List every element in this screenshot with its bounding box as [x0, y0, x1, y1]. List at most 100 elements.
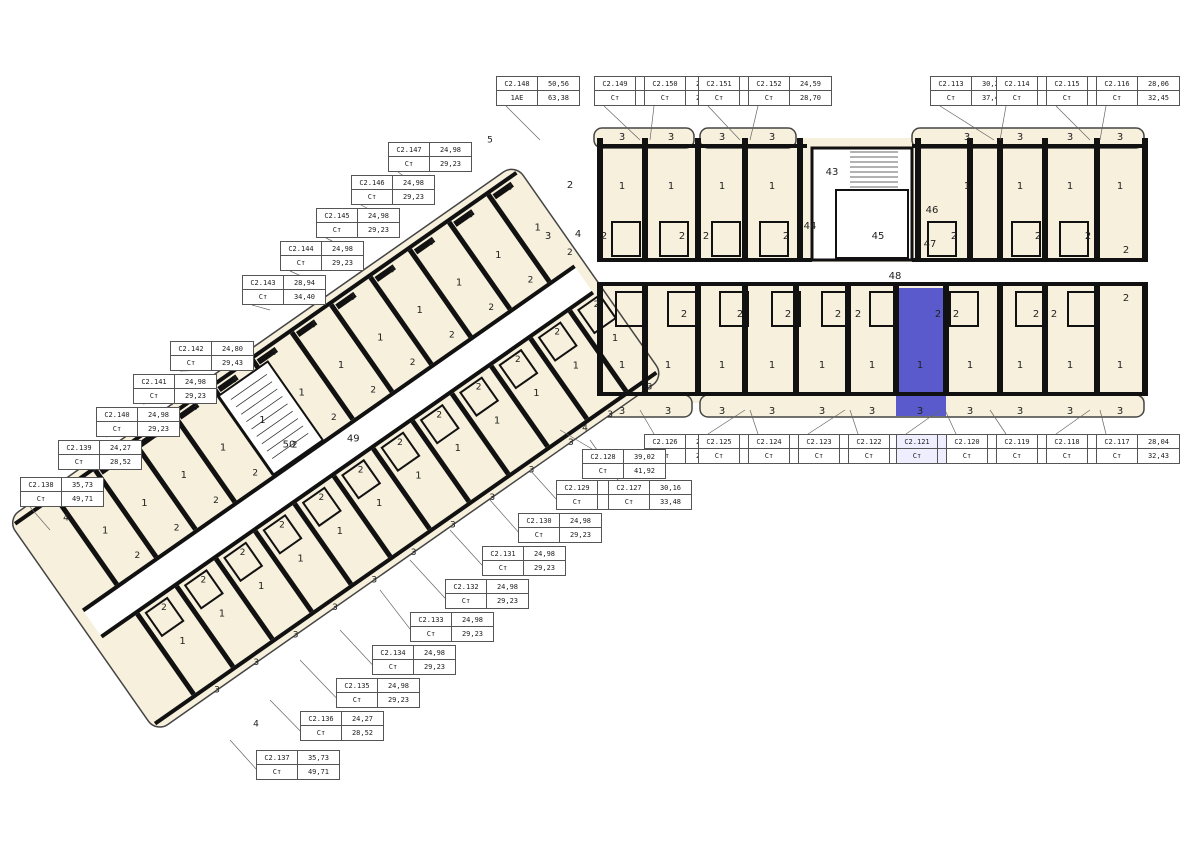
diag-bathroom — [341, 458, 382, 500]
apartment-id: C2.114 — [996, 76, 1038, 91]
diag-partition-n — [407, 248, 473, 339]
apartment-type: Ст — [372, 659, 414, 675]
diag-partition-n — [486, 193, 552, 284]
room-living: 1 — [967, 360, 973, 371]
wall-bottom-4 — [793, 282, 799, 396]
apartment-total: 28,70 — [789, 90, 832, 106]
apartment-total: 29,23 — [451, 626, 494, 642]
room-living: 1 — [665, 360, 671, 371]
diag-partition-s — [449, 392, 511, 476]
room-balcony: 3 — [411, 548, 417, 558]
wall-corr-n1 — [597, 258, 812, 262]
apartment-total: 29,23 — [137, 421, 180, 437]
room-living: 1 — [1117, 360, 1123, 371]
leader-line — [749, 409, 759, 435]
apartment-type: Ст — [518, 527, 560, 543]
room-balcony: 3 — [389, 265, 395, 275]
room-terrace: 5 — [487, 136, 493, 146]
room-living: 1 — [917, 360, 923, 371]
apartment-id: C2.137 — [256, 750, 298, 765]
room-balcony: 3 — [507, 183, 513, 193]
apartment-total: 29,23 — [429, 156, 472, 172]
room-living: 1 — [179, 636, 185, 647]
room-kitchen: 2 — [410, 358, 416, 368]
diag-bathroom — [380, 431, 421, 473]
apartment-id: C2.123 — [798, 434, 840, 449]
apartment-type: Ст — [410, 626, 452, 642]
apartment-type: Ст — [242, 289, 284, 305]
wall-top-5 — [915, 138, 921, 262]
room-kitchen: 2 — [1123, 293, 1129, 304]
bathroom-7 — [615, 291, 645, 327]
apartment-c2-121-highlight[interactable] — [896, 288, 946, 416]
diag-wall-outer-s — [153, 370, 658, 726]
room-living: 1 — [455, 443, 461, 454]
leader-line — [849, 409, 859, 435]
apartment-type: Ст — [996, 90, 1038, 106]
apartment-id: C2.151 — [698, 76, 740, 91]
room-kitchen: 2 — [594, 300, 600, 310]
apartment-type: Ст — [96, 421, 138, 437]
diag-partition-n — [289, 330, 355, 421]
room-living: 1 — [612, 333, 618, 344]
room-kitchen: 2 — [1033, 309, 1039, 320]
room-balcony: 3 — [819, 406, 825, 417]
apartment-id: C2.140 — [96, 407, 138, 422]
bathroom-11 — [821, 291, 851, 327]
bathroom-1 — [659, 221, 689, 257]
apartment-id: C2.135 — [336, 678, 378, 693]
room-kitchen: 2 — [951, 231, 957, 242]
bathroom-9 — [719, 291, 749, 327]
diag-bathroom — [419, 403, 460, 445]
wall-bottom-6 — [893, 282, 899, 396]
room-kitchen: 2 — [358, 465, 364, 475]
diag-bathroom — [459, 376, 500, 417]
apartment-id: C2.121 — [896, 434, 938, 449]
room-balcony: 3 — [545, 231, 551, 242]
apartment-type: Ст — [133, 388, 175, 404]
room-living: 1 — [534, 222, 540, 233]
stair-tread — [261, 418, 299, 445]
room-living: 1 — [219, 608, 225, 619]
leader-line — [649, 105, 655, 141]
apartment-type: Ст — [280, 255, 322, 271]
diag-partition-n — [171, 413, 237, 504]
apartment-id: C2.142 — [170, 341, 212, 356]
room-loggia: 4 — [63, 514, 69, 524]
apartment-type: Ст — [1046, 90, 1088, 106]
apartment-area: 39,02 — [623, 449, 666, 464]
apartment-area: 24,98 — [137, 407, 180, 422]
apartment-type: Ст — [698, 90, 740, 106]
room-living: 1 — [533, 388, 539, 399]
apartment-total: 29,23 — [174, 388, 217, 404]
room-kitchen: 2 — [783, 231, 789, 242]
wall-bottom-3 — [742, 282, 748, 396]
room-balcony: 3 — [769, 406, 775, 417]
apartment-type: Ст — [556, 494, 598, 510]
